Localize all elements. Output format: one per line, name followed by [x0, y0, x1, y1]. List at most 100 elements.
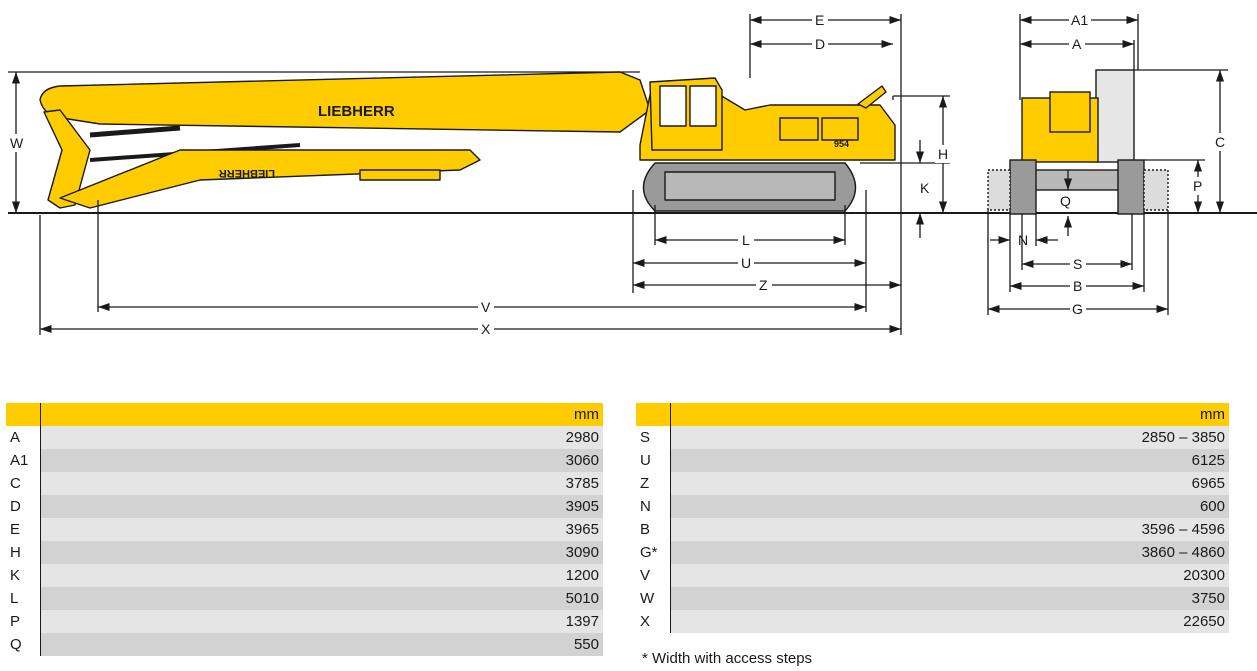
- row-value: 3060: [40, 449, 603, 472]
- front-cab: [1049, 91, 1091, 133]
- label-A: A: [1072, 36, 1082, 52]
- row-key: C: [6, 472, 41, 495]
- label-E: E: [815, 12, 824, 28]
- row-value: 3785: [40, 472, 603, 495]
- side-view-machine: [39, 71, 896, 212]
- label-A1: A1: [1071, 12, 1088, 28]
- access-step-right: [1143, 169, 1169, 211]
- row-value: 1397: [40, 610, 603, 633]
- row-key: E: [6, 518, 41, 541]
- upper-boom: [39, 71, 651, 133]
- row-key: V: [636, 564, 671, 587]
- row-key: G*: [636, 541, 671, 564]
- lower-boom: [59, 149, 481, 209]
- label-P: P: [1193, 178, 1202, 194]
- engine-grille-2: [821, 117, 859, 141]
- row-key: Z: [636, 472, 671, 495]
- label-L: L: [742, 232, 750, 248]
- table-header-unit: mm: [40, 403, 603, 426]
- lower-boom-brand-text: LIEBHERR: [219, 167, 275, 179]
- label-H: H: [938, 146, 948, 162]
- row-value: 22650: [670, 610, 1229, 633]
- label-W: W: [10, 135, 24, 151]
- row-value: 3965: [40, 518, 603, 541]
- row-value: 3090: [40, 541, 603, 564]
- row-value: 5010: [40, 587, 603, 610]
- row-value: 3860 – 4860: [670, 541, 1229, 564]
- row-value: 2850 – 3850: [670, 426, 1229, 449]
- front-counterweight: [1095, 69, 1135, 163]
- row-value: 1200: [40, 564, 603, 587]
- front-arm: [43, 109, 91, 209]
- row-value: 600: [670, 495, 1229, 518]
- row-value: 3750: [670, 587, 1229, 610]
- model-number-text: 954: [834, 139, 849, 149]
- boom-cylinder-3: [359, 169, 441, 181]
- label-Z: Z: [759, 277, 768, 293]
- label-K: K: [920, 180, 930, 196]
- boom-cylinder: [89, 125, 181, 138]
- front-carbody: [1029, 169, 1131, 191]
- row-value: 20300: [670, 564, 1229, 587]
- row-key: A1: [6, 449, 41, 472]
- exhaust-flap: [857, 85, 887, 109]
- engine-grille: [779, 117, 819, 141]
- row-value: 6125: [670, 449, 1229, 472]
- label-V: V: [481, 299, 491, 315]
- row-key: P: [6, 610, 41, 633]
- dimension-drawing: LIEBHERR LIEBHERR 954: [8, 11, 1257, 338]
- row-value: 3905: [40, 495, 603, 518]
- table-row: G*3860 – 4860: [636, 541, 1229, 564]
- row-key: B: [636, 518, 671, 541]
- row-value: 550: [40, 633, 603, 656]
- boom-brand-text: LIEBHERR: [318, 103, 395, 120]
- row-key: W: [636, 587, 671, 610]
- footnote-access-steps: * Width with access steps: [642, 650, 813, 667]
- row-key: D: [6, 495, 41, 518]
- front-track-left: [1009, 159, 1037, 215]
- table-header-row: mm: [6, 403, 603, 426]
- label-N: N: [1018, 232, 1028, 248]
- row-value: 6965: [670, 472, 1229, 495]
- label-C: C: [1215, 134, 1225, 150]
- row-key: Q: [6, 633, 41, 656]
- label-Q: Q: [1060, 193, 1071, 209]
- row-key: L: [6, 587, 41, 610]
- table-header-unit: mm: [670, 403, 1229, 426]
- row-key: K: [6, 564, 41, 587]
- table-header-key: [6, 403, 41, 426]
- row-value: 3596 – 4596: [670, 518, 1229, 541]
- label-G: G: [1072, 301, 1083, 317]
- row-key: N: [636, 495, 671, 518]
- table-header-row: mm: [636, 403, 1229, 426]
- row-key: X: [636, 610, 671, 633]
- label-B: B: [1073, 278, 1082, 294]
- row-key: U: [636, 449, 671, 472]
- access-step-left: [987, 169, 1011, 211]
- cab-window-2: [689, 85, 717, 127]
- front-track-right: [1117, 159, 1145, 215]
- row-value: 2980: [40, 426, 603, 449]
- label-X: X: [481, 321, 491, 337]
- row-key: H: [6, 541, 41, 564]
- cab-window: [659, 85, 687, 127]
